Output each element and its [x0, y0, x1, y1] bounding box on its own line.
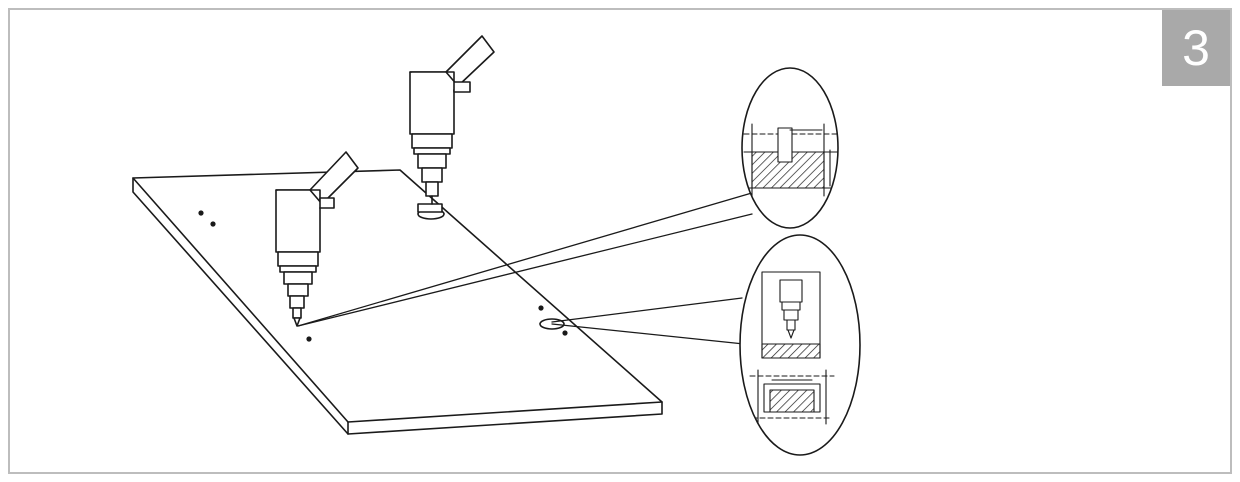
drill-unit-icon — [409, 35, 495, 213]
drill-unit-icon — [275, 151, 359, 327]
step-number-badge: 3 — [1162, 10, 1230, 86]
detail-callout-top — [741, 67, 839, 229]
wooden-panel — [132, 169, 663, 435]
detail-callout-bottom — [739, 234, 861, 456]
callout-leaders — [297, 189, 763, 345]
